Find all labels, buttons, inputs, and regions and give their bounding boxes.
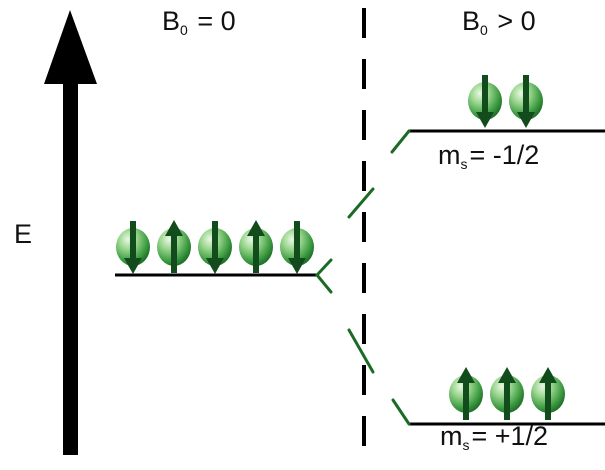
spin-up-icon — [449, 367, 483, 420]
label-ms-minus-half: ms= -1/2 — [438, 140, 540, 172]
label-b0-zero: B0 = 0 — [162, 6, 236, 38]
upper-level-spins — [468, 75, 543, 128]
spin-down-icon — [116, 221, 150, 274]
degenerate-level-spins — [116, 220, 314, 274]
spin-up-icon — [157, 220, 191, 273]
label-ms-plus-half: ms= +1/2 — [440, 421, 549, 453]
spin-up-icon — [490, 367, 524, 420]
spin-down-icon — [198, 221, 232, 274]
split-connector-up — [315, 129, 411, 277]
split-connector-down — [315, 273, 411, 426]
spin-up-icon — [531, 367, 565, 420]
spin-down-icon — [468, 75, 502, 128]
energy-axis-label: E — [14, 219, 33, 249]
spin-down-icon — [280, 221, 314, 274]
energy-axis-arrow — [44, 10, 97, 455]
label-b0-positive: B0 > 0 — [462, 6, 536, 38]
lower-level-spins — [449, 367, 565, 420]
spin-down-icon — [509, 75, 543, 128]
spin-up-icon — [239, 220, 273, 273]
